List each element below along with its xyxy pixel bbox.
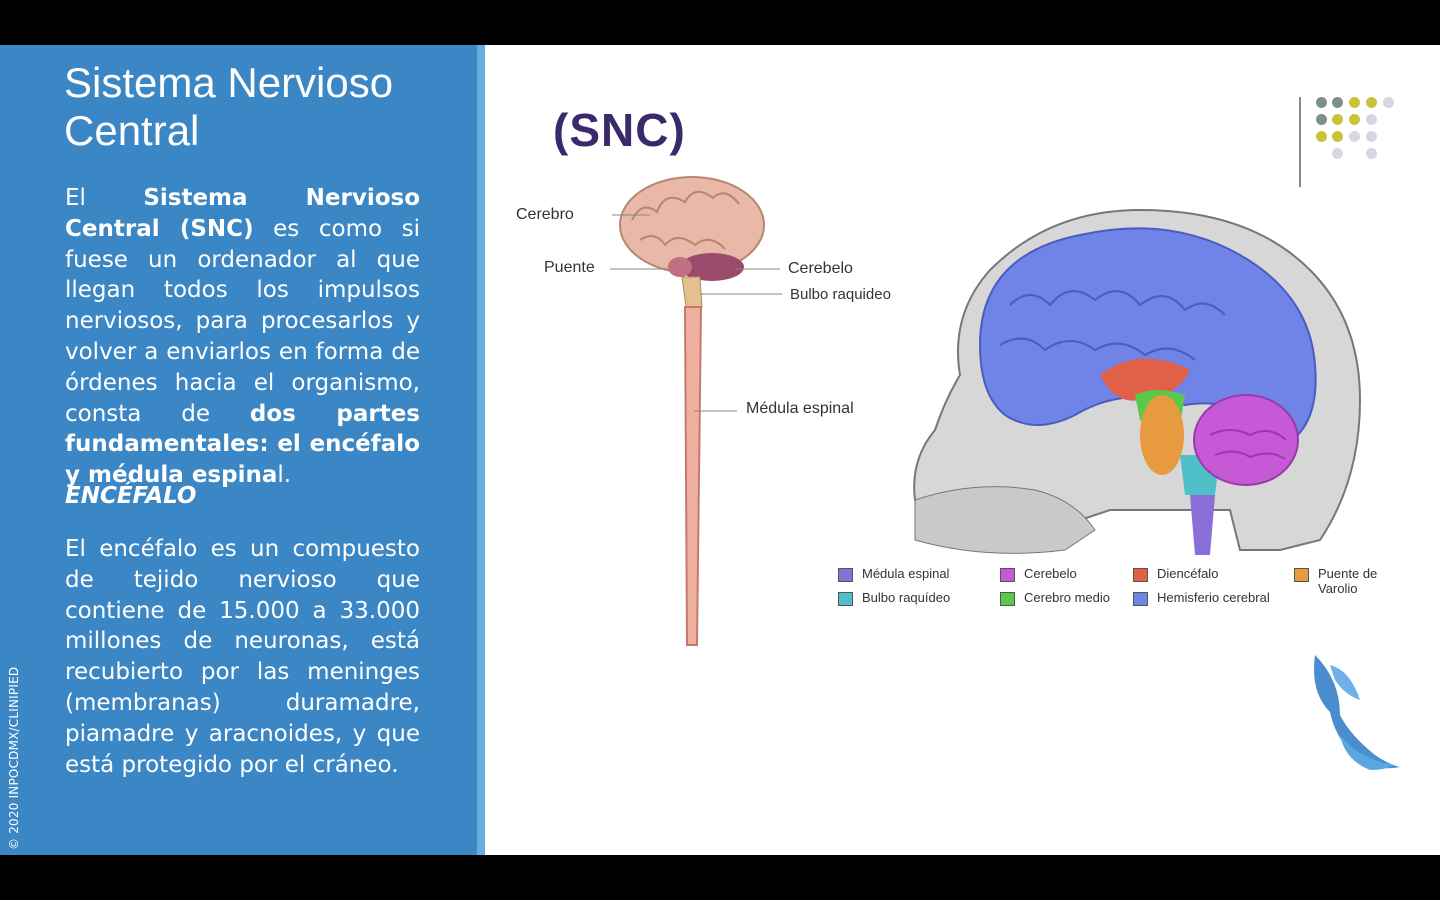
paragraph-text: l. <box>277 462 292 489</box>
panel-edge <box>477 45 485 855</box>
sagittal-head-drawing <box>913 208 1362 555</box>
legend-swatch <box>838 592 853 606</box>
legend-swatch <box>1000 568 1015 582</box>
legend-swatch <box>1133 592 1148 606</box>
decorative-divider <box>1299 97 1301 187</box>
intro-paragraph: El Sistema Nervioso Central (SNC) es com… <box>65 183 420 491</box>
slide: Sistema Nervioso Central El Sistema Nerv… <box>0 45 1440 855</box>
legend-swatch <box>1000 592 1015 606</box>
text-panel: Sistema Nervioso Central El Sistema Nerv… <box>0 45 477 855</box>
legend-swatch <box>1294 568 1309 582</box>
label-cerebelo: Cerebelo <box>788 260 853 277</box>
encefalo-paragraph: El encéfalo es un compuesto de tejido ne… <box>65 536 420 778</box>
copyright-notice: © 2020 INPOCDMX/CLINIPIED <box>7 666 21 850</box>
label-puente: Puente <box>544 259 595 276</box>
emphasis-text: Sistema Nervioso Central (SNC) <box>65 185 420 242</box>
subheading-encefalo: ENCÉFALO <box>65 483 197 509</box>
paragraph-text: El <box>65 185 144 211</box>
label-bulbo: Bulbo raquideo <box>790 286 891 303</box>
label-cerebro: Cerebro <box>516 206 574 223</box>
legend-swatch <box>1133 568 1148 582</box>
paragraph-text: es como si fuese un ordenador al que lle… <box>65 215 420 427</box>
winged-emblem-icon <box>1314 655 1400 770</box>
figure-heading: (SNC) <box>553 104 686 156</box>
slide-title: Sistema Nervioso Central <box>64 59 394 154</box>
emphasis-text: dos partes fundamentales: el encéfalo y … <box>65 400 421 489</box>
label-medula: Médula espinal <box>746 400 854 417</box>
legend-swatch <box>838 568 853 582</box>
